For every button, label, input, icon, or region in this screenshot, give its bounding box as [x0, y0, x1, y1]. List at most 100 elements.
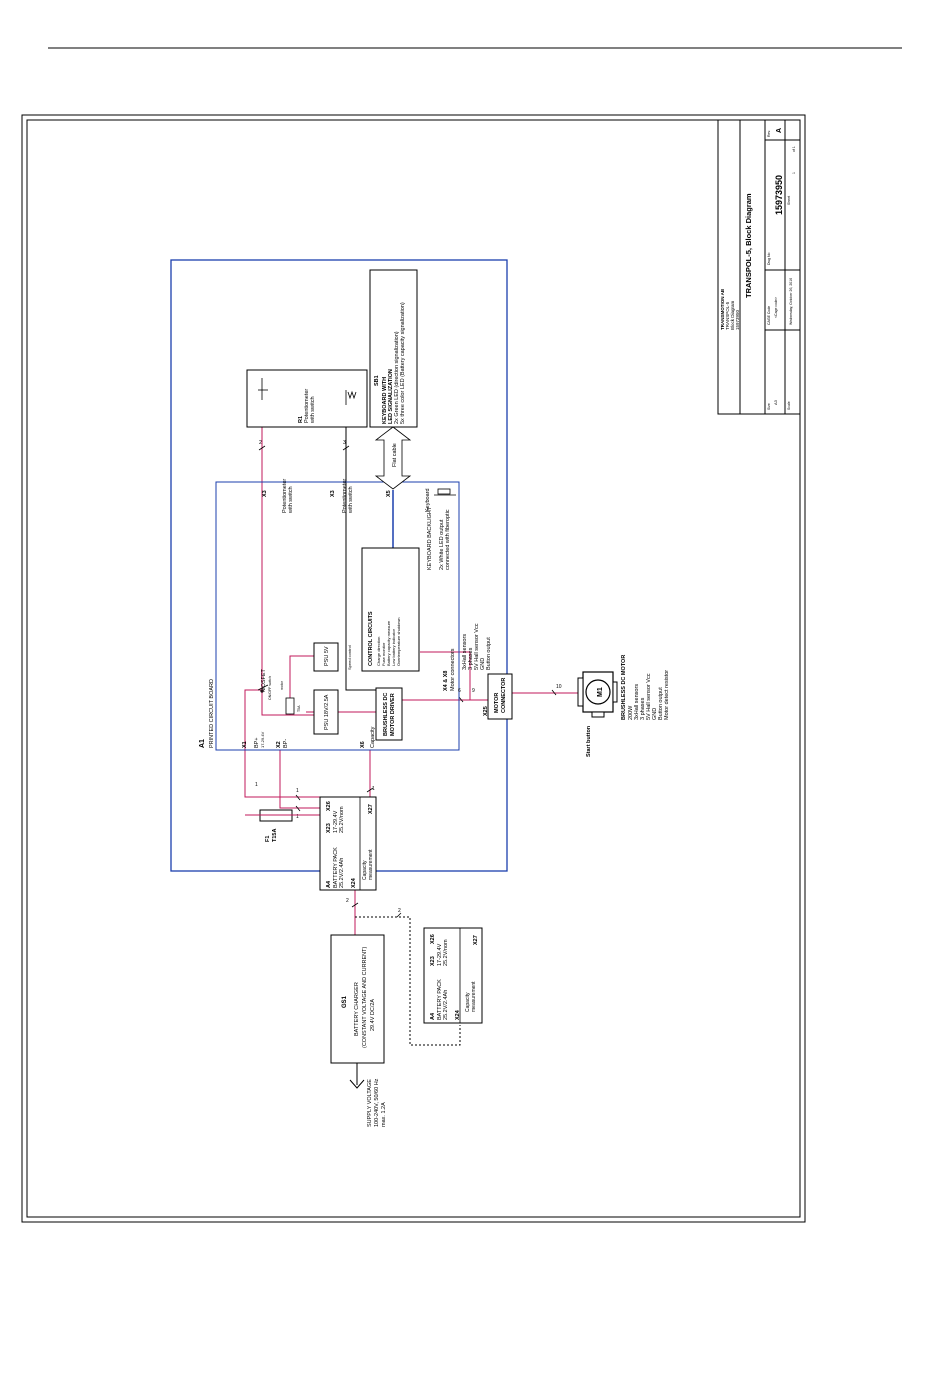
- x1-ref: X1: [242, 741, 248, 748]
- company-line-3: Block Diagram: [730, 300, 735, 330]
- supply-line2: 100-240V, 50/60 Hz: [374, 1078, 380, 1127]
- supply-line3: max. 1.2A: [381, 1102, 387, 1127]
- inner-border: [26, 119, 801, 1218]
- pcb-outline: [170, 259, 508, 872]
- sheet-number: 1: [792, 172, 796, 174]
- sensor-line-4: GND: [480, 658, 486, 670]
- sb1-line3: 2x Green LED (direction signalization): [394, 331, 400, 424]
- x25-ref: X25: [483, 706, 489, 716]
- motor-title: BRUSHLESS DC MOTOR: [621, 655, 627, 720]
- speed-control-label: Speed control: [347, 645, 352, 670]
- rev-label: Rev.: [767, 130, 771, 137]
- start-button-label: Start button: [586, 725, 592, 757]
- company-line-1: TRANSMOTION AB: [720, 288, 725, 330]
- motor-line-2: 3xHall sensors: [634, 684, 640, 720]
- x3a-line1: Potentiometer: [282, 479, 288, 513]
- control-line-5: Overtemperature shutdown: [396, 618, 401, 666]
- control-line-3: Battery capacity measure: [386, 620, 391, 666]
- document-number: 15973950: [774, 175, 784, 215]
- motor-line-1: 200W: [628, 705, 634, 720]
- battery1-v1: 17-29.4V: [333, 810, 339, 833]
- wire-count-6: 6: [458, 688, 461, 694]
- f1-ref: F1: [265, 836, 271, 842]
- driver-line2: MOTOR DRIVER: [390, 693, 396, 736]
- driver-line1: BRUSHLESS DC: [383, 693, 389, 736]
- psu-5v-block: [313, 642, 339, 672]
- battery2-x24: X24: [455, 1009, 461, 1020]
- battery-pack-2-block: [423, 927, 483, 1024]
- x5-ref: X5: [386, 490, 392, 497]
- psu-5v-label: PSU 5V: [324, 646, 330, 666]
- mosfet-title: MOSFET: [261, 668, 267, 692]
- battery1-x23: X23: [326, 823, 332, 833]
- battery2-spec: 25.2V/2.4Ah: [443, 990, 449, 1020]
- wire-count-pot-2: 2: [259, 440, 262, 446]
- backlight-line1: 2x White LED output: [439, 519, 445, 570]
- battery1-spec: 25.2V/2.4Ah: [339, 858, 345, 888]
- battery2-x27: X27: [473, 935, 479, 945]
- x3b-line2: with switch: [348, 486, 354, 514]
- sb1-line2: LED SIGNALIZATION: [388, 369, 394, 424]
- x5-label: Keyboard: [425, 488, 431, 512]
- x25-line1: MOTOR: [494, 693, 500, 713]
- sheet-of: of 1: [792, 146, 796, 152]
- wire-count-1: 1: [296, 788, 299, 794]
- cage-value: <Cage code>: [774, 297, 778, 318]
- wire-charger-battery2: [355, 916, 461, 1046]
- control-title: CONTROL CIRCUITS: [368, 611, 374, 666]
- flat-cable-label: Flat cable: [392, 443, 398, 467]
- title-block: TRANSMOTION AB TRANSPOL-5 Block Diagram …: [717, 119, 801, 415]
- f1-value: T15A: [272, 829, 278, 842]
- x4x8-ref: X4 & X8: [443, 671, 449, 691]
- small-fuse-icon: [285, 697, 295, 715]
- battery1-cap1: Capacity: [362, 860, 368, 880]
- scale-label: Scale: [787, 401, 791, 410]
- battery2-cap2: measurement: [471, 981, 477, 1012]
- wire-count-2: 1: [296, 814, 299, 820]
- company-line-4: 15973950: [735, 309, 740, 330]
- charger-ref: GS1: [342, 995, 348, 1008]
- x6-ref: X6: [360, 741, 366, 748]
- x2-line1: BP-: [283, 739, 289, 748]
- psu-18v-label: PSU 18V/2.5A: [324, 694, 330, 730]
- motor-line-7: Motor detect resistor: [664, 670, 670, 720]
- battery2-x23: X23: [430, 956, 436, 966]
- control-circuits-block: [361, 547, 420, 672]
- pcb-board: [215, 481, 460, 751]
- r1-ref: R1: [298, 416, 304, 423]
- backlight-line2: connected with fiberoptic: [445, 509, 451, 570]
- motor-line-5: GND: [652, 708, 658, 720]
- charger-line3: 29.4V DC/2A: [370, 999, 376, 1031]
- led-icon: [434, 488, 456, 496]
- wire-count-9: 9: [472, 688, 475, 694]
- flat-cable-arrow: [374, 426, 412, 490]
- size-label: Size: [767, 403, 771, 410]
- mosfet-motor-label: motor: [280, 680, 284, 690]
- sensor-line-3: 5V Hall sensor Vcc: [474, 623, 480, 670]
- battery2-name: BATTERY PACK: [437, 979, 443, 1020]
- motor-ref: M1: [597, 687, 604, 697]
- pcb-name: PRINTED CIRCUIT BOARD: [209, 679, 215, 748]
- potentiometer-symbol: [258, 378, 357, 405]
- r1-line1: Potentiometer: [304, 389, 310, 423]
- wire-bp-minus: [279, 750, 320, 809]
- sb1-line4: 5x three color LED (Battery capacity sig…: [400, 302, 406, 424]
- control-line-1: Charge direction: [376, 637, 381, 666]
- dwg-label: Dwg No: [767, 252, 771, 265]
- sb1-ref: SB1: [374, 375, 380, 386]
- charger-line1: BATTERY CHARGER: [354, 982, 360, 1036]
- company-line-2: TRANSPOL-5: [725, 301, 730, 330]
- motor-connector-block: [487, 673, 513, 720]
- control-line-4: Low battery indicator: [391, 628, 396, 666]
- x3b-line1: Potentiometer: [342, 479, 348, 513]
- x3b-ref: X3: [330, 490, 336, 497]
- wire-count-pot-3: 3: [343, 440, 346, 446]
- rev-value: A: [776, 128, 783, 133]
- sensor-line-1: 3xHall sensors: [462, 634, 468, 670]
- battery1-x26: X26: [326, 801, 332, 811]
- wire-speed: [345, 487, 376, 691]
- battery-pack-1-block: [319, 796, 377, 891]
- keyboard-sb1-block: [369, 269, 418, 428]
- battery1-name: BATTERY PACK: [333, 847, 339, 888]
